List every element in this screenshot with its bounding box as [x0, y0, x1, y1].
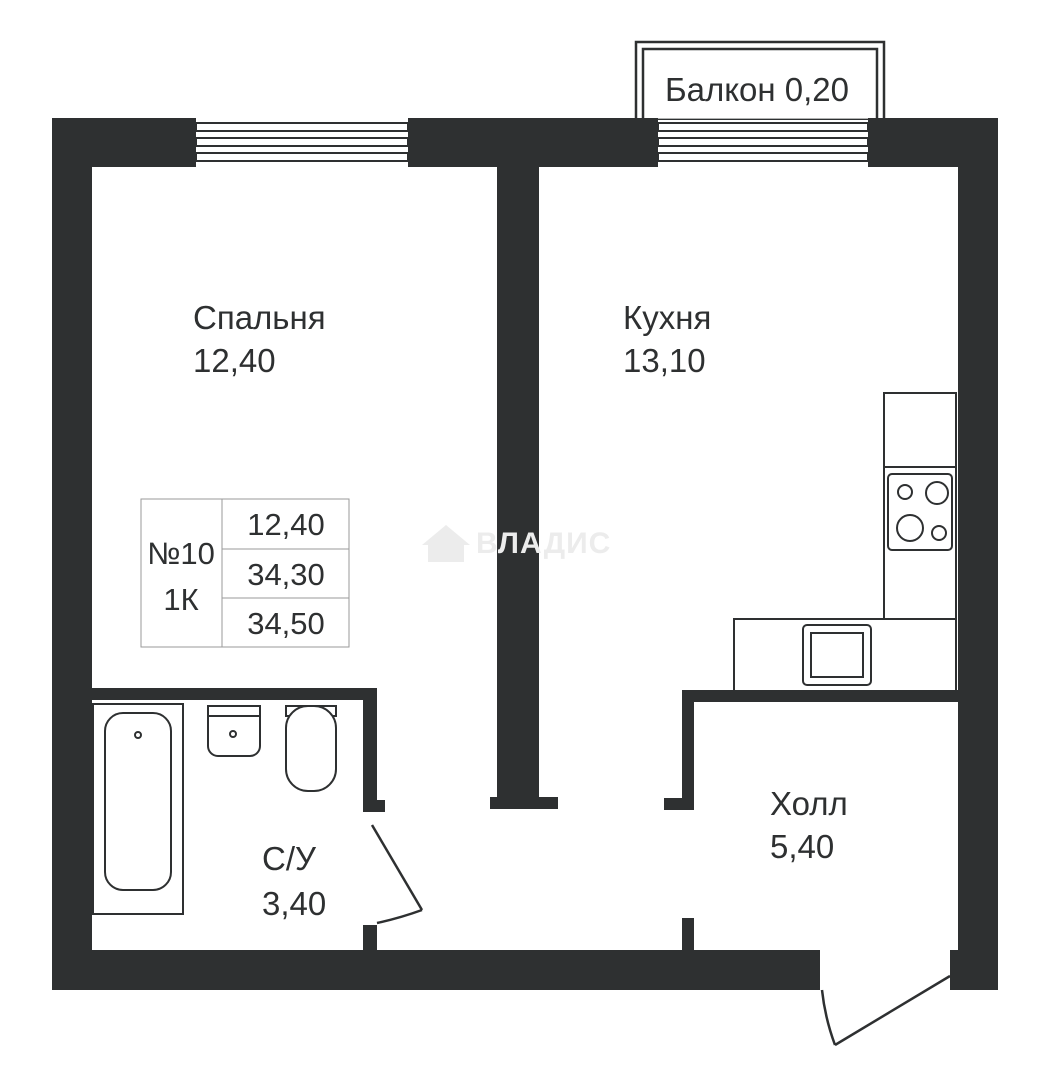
hall-area: 5,40 — [770, 828, 834, 865]
total-with-balcony: 34,50 — [247, 606, 325, 641]
hall-name: Холл — [770, 785, 848, 822]
bathroom-door — [370, 824, 424, 925]
bathroom-area: 3,40 — [262, 885, 326, 922]
balcony: Балкон 0,20 — [634, 40, 886, 122]
kitchen-fixtures — [733, 392, 957, 692]
entrance-door — [820, 974, 951, 1047]
bathroom-name: С/У — [262, 840, 317, 877]
apartment-number: №10 — [147, 536, 215, 571]
kitchen-area: 13,10 — [623, 342, 706, 379]
kitchen-name: Кухня — [623, 299, 711, 336]
balcony-label: Балкон 0,20 — [665, 71, 849, 108]
apartment-info-table: №10 1К 12,40 34,30 34,50 — [140, 498, 350, 648]
total-area: 34,30 — [247, 557, 325, 592]
watermark-text: ВЛАДИС — [476, 527, 611, 560]
bedroom-name: Спальня — [193, 299, 326, 336]
interior-walls — [92, 165, 960, 952]
watermark: ВЛАДИС — [422, 525, 611, 562]
living-area: 12,40 — [247, 507, 325, 542]
bathroom-fixtures — [92, 703, 337, 915]
bedroom-window — [195, 120, 409, 166]
apartment-type: 1К — [163, 582, 198, 617]
kitchen-window — [657, 120, 869, 166]
bedroom-area: 12,40 — [193, 342, 276, 379]
house-logo-icon — [422, 525, 470, 562]
outer-walls — [52, 118, 998, 990]
